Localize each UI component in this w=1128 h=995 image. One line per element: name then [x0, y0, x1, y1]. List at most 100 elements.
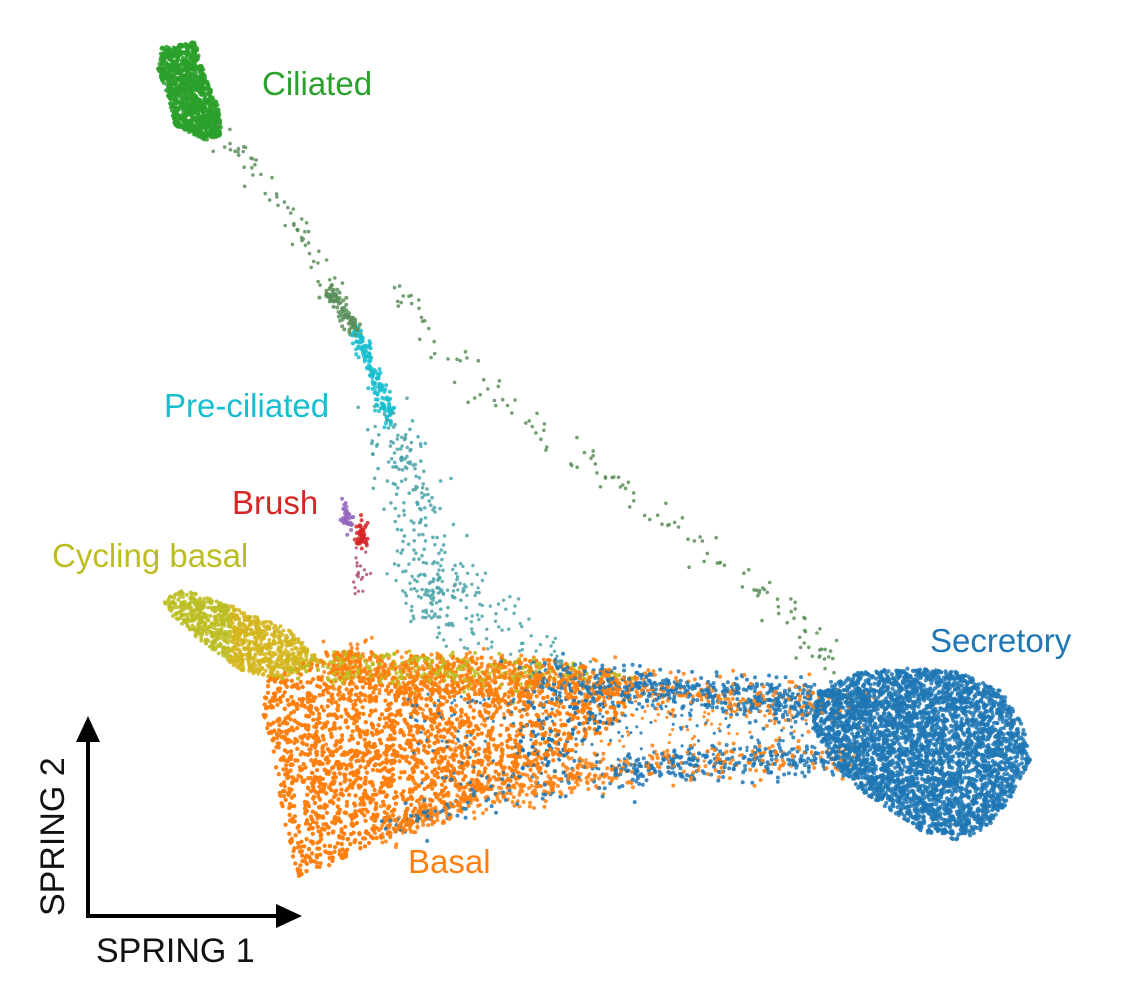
cell-point — [330, 289, 335, 294]
cell-point — [354, 352, 359, 357]
cell-point — [272, 629, 277, 634]
cell-point — [306, 229, 311, 234]
cell-point — [197, 614, 202, 619]
cell-point — [245, 652, 250, 657]
cell-point — [263, 191, 268, 196]
cell-point — [422, 547, 427, 551]
cell-point — [402, 534, 407, 538]
cell-point — [369, 355, 374, 360]
cell-point — [212, 638, 217, 643]
cell-point — [290, 661, 295, 666]
cell-point — [377, 381, 382, 386]
cell-point — [179, 608, 184, 613]
cell-point — [176, 93, 181, 98]
cell-point — [441, 543, 446, 547]
cell-point — [433, 542, 437, 547]
cell-point — [188, 55, 194, 61]
cell-point — [234, 641, 239, 646]
cell-point — [250, 165, 254, 170]
cell-point — [255, 658, 259, 663]
cell-point — [309, 265, 314, 270]
cell-point — [412, 539, 417, 543]
cell-point — [271, 639, 276, 643]
cell-point — [405, 396, 409, 401]
cell-point — [242, 647, 247, 652]
cell-point — [337, 290, 342, 295]
cell-point — [403, 477, 408, 482]
cell-point — [256, 619, 261, 624]
cell-point — [287, 657, 292, 662]
cell-point — [380, 395, 385, 400]
cell-point — [180, 591, 185, 595]
cell-point — [230, 640, 235, 645]
cell-point — [205, 596, 210, 601]
cell-point — [307, 251, 312, 256]
cell-point — [200, 82, 205, 88]
cell-point — [173, 122, 178, 127]
cell-point — [234, 629, 239, 634]
cell-point — [303, 243, 308, 248]
cell-point — [176, 46, 181, 51]
cell-point — [359, 546, 364, 551]
cell-point — [251, 173, 255, 177]
cell-point — [382, 412, 387, 417]
cell-point — [389, 501, 393, 505]
cell-point — [304, 221, 309, 225]
cell-point — [405, 445, 410, 450]
cell-point — [425, 487, 429, 491]
cell-point — [171, 109, 177, 115]
cell-point — [190, 80, 195, 85]
cell-point — [225, 617, 229, 622]
cell-point — [173, 99, 178, 104]
cell-point — [334, 298, 339, 303]
cell-point — [187, 626, 192, 631]
cell-point — [161, 80, 166, 86]
cell-point — [189, 613, 194, 618]
cell-point — [197, 131, 202, 136]
cell-point — [420, 485, 425, 490]
cell-point — [409, 440, 414, 445]
cell-point — [268, 666, 273, 671]
cell-point — [234, 661, 239, 666]
cell-point — [355, 561, 359, 565]
cell-point — [370, 367, 375, 372]
cell-point — [392, 451, 397, 455]
cell-point — [351, 322, 356, 327]
cell-point — [179, 613, 184, 618]
cell-point — [213, 616, 218, 620]
cell-point — [356, 572, 360, 576]
cell-point — [353, 586, 357, 590]
cell-point — [258, 667, 263, 672]
cell-point — [228, 141, 232, 146]
cell-point — [267, 638, 272, 642]
cell-point — [402, 501, 406, 505]
cell-point — [291, 207, 296, 211]
cell-point — [382, 425, 387, 430]
cell-point — [389, 457, 394, 461]
cell-point — [227, 638, 232, 643]
cell-point — [174, 114, 179, 120]
cell-point — [408, 427, 412, 432]
cell-point — [286, 205, 290, 210]
cell-point — [317, 295, 322, 300]
cell-point — [258, 642, 263, 647]
cell-point — [357, 346, 362, 351]
cell-point — [354, 339, 359, 344]
cell-point — [417, 557, 421, 561]
cell-point — [361, 530, 366, 535]
cell-point — [188, 127, 193, 133]
cell-point — [351, 515, 356, 519]
cell-point — [420, 553, 424, 558]
cell-point — [303, 229, 307, 234]
cell-point — [262, 645, 267, 650]
cell-point — [387, 389, 392, 394]
cell-point — [276, 626, 280, 631]
cell-point — [391, 425, 396, 429]
cell-point — [200, 89, 205, 94]
cell-point — [305, 647, 310, 652]
cell-point — [423, 441, 428, 446]
cell-point — [423, 539, 428, 543]
cell-point — [196, 604, 201, 609]
cell-point — [267, 198, 272, 202]
cell-point — [290, 242, 295, 247]
